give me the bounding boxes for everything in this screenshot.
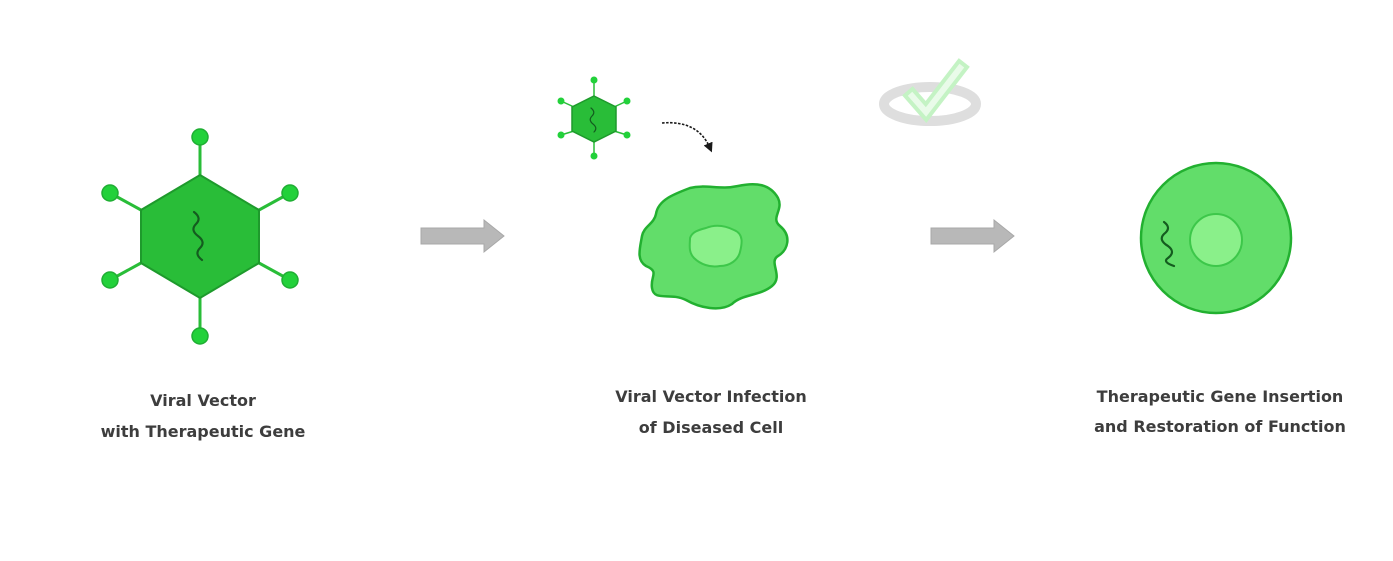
stage-2-caption-line2: of Diseased Cell [639, 418, 783, 437]
right-arrow-icon [930, 218, 1015, 254]
healthy-cell-nucleus [1189, 213, 1243, 267]
stage-2-caption-line1: Viral Vector Infection [615, 387, 806, 406]
right-arrow-icon [420, 218, 505, 254]
therapeutic-gene-strand [192, 210, 204, 262]
capsid-spike-tips [101, 128, 299, 345]
inserted-gene-strand [1160, 220, 1176, 268]
stage-1-caption-line2: with Therapeutic Gene [101, 422, 306, 441]
small-virus-icon [557, 76, 631, 160]
stage-3-caption-line2: and Restoration of Function [1094, 417, 1346, 436]
stage-3-caption-line1: Therapeutic Gene Insertion [1097, 387, 1344, 406]
stage-1-caption-line1: Viral Vector [150, 391, 256, 410]
healthy-cell-icon [1139, 161, 1293, 315]
diseased-cell-icon [638, 182, 789, 310]
stage-1-virus-capsid-icon [101, 128, 299, 345]
checkmark-icon [879, 58, 981, 126]
curved-arrow-icon [661, 121, 713, 153]
diseased-cell-nucleus [688, 224, 743, 268]
